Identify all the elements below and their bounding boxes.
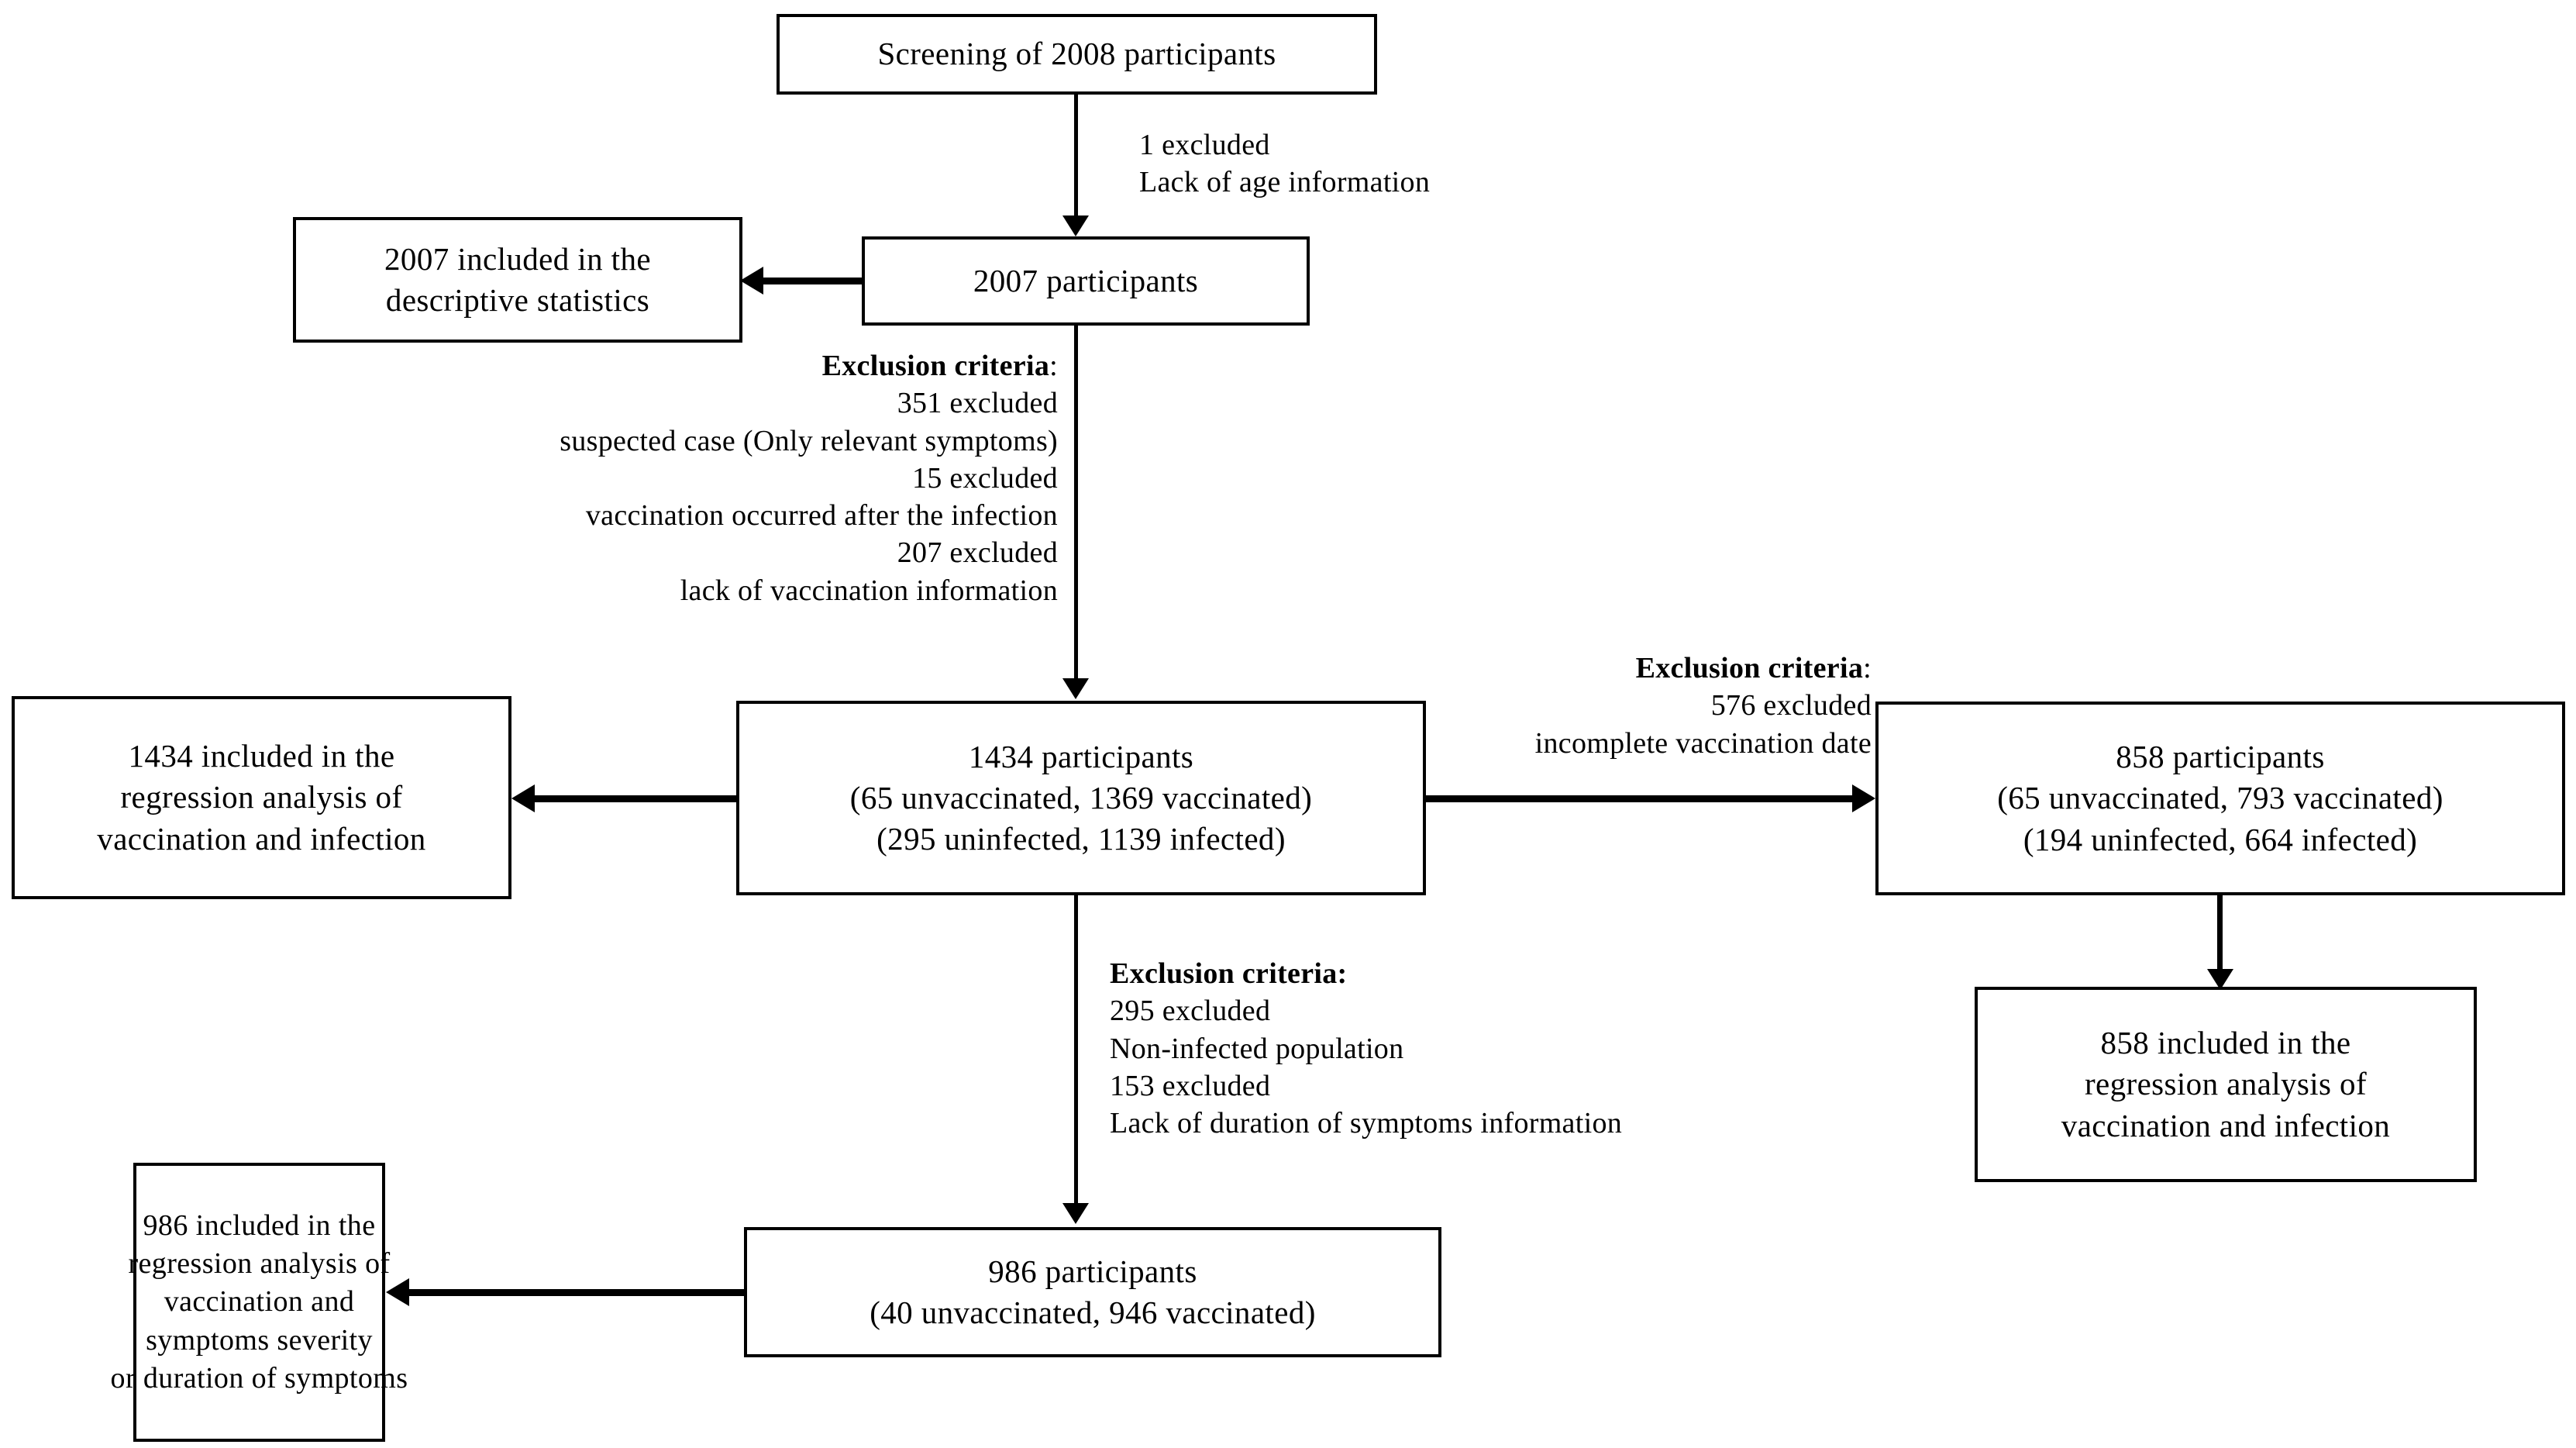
box-participants-986: 986 participants (40 unvaccinated, 946 v…	[744, 1227, 1441, 1357]
box-participants-1434-line-1: 1434 participants	[968, 738, 1194, 774]
box-participants-1434-line-2: (65 unvaccinated, 1369 vaccinated)	[849, 779, 1313, 815]
arrowhead-1434-to-858	[1852, 784, 1875, 812]
note-right-exclusion: Exclusion criteria: 576 excluded incompl…	[1496, 650, 1872, 762]
box-participants-2007: 2007 participants	[862, 236, 1310, 326]
box-regression-1434-line-2: regression analysis of	[120, 779, 403, 815]
box-participants-986-line-2: (40 unvaccinated, 946 vaccinated)	[870, 1295, 1316, 1330]
note-right-exclusion-heading: Exclusion criteria:	[1496, 650, 1872, 687]
connector-screening-to-2007	[1074, 95, 1078, 217]
box-participants-986-line-1: 986 participants	[988, 1253, 1197, 1289]
box-participants-1434: 1434 participants (65 unvaccinated, 1369…	[736, 701, 1426, 895]
note-main-exclusion-line-2: suspected case (Only relevant symptoms)	[560, 424, 1058, 457]
note-bottom-exclusion-line-3: 153 excluded	[1110, 1069, 1271, 1102]
note-bottom-exclusion-line-2: Non-infected population	[1110, 1032, 1404, 1065]
box-participants-858-line-2: (65 unvaccinated, 793 vaccinated)	[1997, 780, 2443, 816]
connector-1434-to-858	[1424, 795, 1854, 802]
box-regression-1434: 1434 included in the regression analysis…	[12, 696, 511, 899]
note-bottom-exclusion: Exclusion criteria: 295 excluded Non-inf…	[1110, 955, 1622, 1142]
note-main-exclusion-heading-suffix: :	[1049, 350, 1058, 382]
box-regression-858-line-3: vaccination and infection	[2061, 1107, 2391, 1143]
box-regression-1434-line-3: vaccination and infection	[97, 820, 426, 857]
note-bottom-exclusion-line-1: 295 excluded	[1110, 995, 1271, 1028]
note-main-exclusion-line-5: 207 excluded	[897, 536, 1058, 570]
box-regression-986-line-2: regression analysis of	[128, 1246, 391, 1280]
box-participants-858-line-1: 858 participants	[2116, 739, 2325, 775]
note-main-exclusion: Exclusion criteria: 351 excluded suspect…	[325, 347, 1058, 609]
note-bottom-exclusion-line-4: Lack of duration of symptoms information	[1110, 1107, 1623, 1139]
arrowhead-2007-to-1434	[1062, 678, 1089, 699]
box-regression-986-line-5: or duration of symptoms	[110, 1362, 408, 1395]
box-participants-858: 858 participants (65 unvaccinated, 793 v…	[1875, 702, 2565, 895]
note-main-exclusion-heading-text: Exclusion criteria	[821, 350, 1050, 382]
box-regression-986-line-3: vaccination and	[164, 1285, 355, 1319]
note-right-exclusion-heading-text: Exclusion criteria	[1635, 652, 1864, 684]
arrowhead-screening-to-2007	[1062, 215, 1089, 236]
connector-858-to-regression	[2217, 895, 2223, 981]
box-participants-1434-line-3: (295 uninfected, 1139 infected)	[876, 821, 1286, 857]
box-regression-986-line-4: symptoms severity	[146, 1323, 373, 1357]
note-age-exclusion-line-1: 1 excluded	[1139, 129, 1270, 161]
box-descriptive-2007-line-1: 2007 included in the	[384, 240, 651, 277]
arrowhead-1434-to-regression	[511, 784, 535, 812]
note-right-exclusion-heading-suffix: :	[1863, 652, 1872, 684]
note-age-exclusion-line-2: Lack of age information	[1139, 166, 1431, 199]
box-regression-858-line-1: 858 included in the	[2100, 1025, 2351, 1061]
arrowhead-986-to-regression	[386, 1278, 409, 1306]
connector-1434-to-986	[1074, 895, 1078, 1205]
box-descriptive-2007: 2007 included in the descriptive statist…	[293, 217, 742, 343]
note-right-exclusion-line-1: 576 excluded	[1710, 689, 1872, 722]
connector-2007-to-1434	[1074, 326, 1078, 680]
box-regression-858-line-2: regression analysis of	[2084, 1066, 2368, 1102]
connector-2007-to-descriptive	[763, 278, 864, 284]
box-regression-1434-line-1: 1434 included in the	[128, 738, 395, 774]
box-regression-986-line-1: 986 included in the	[143, 1208, 376, 1242]
note-bottom-exclusion-heading-text: Exclusion criteria:	[1110, 957, 1348, 990]
note-right-exclusion-line-2: incomplete vaccination date	[1534, 726, 1872, 760]
note-main-exclusion-heading: Exclusion criteria:	[325, 347, 1058, 384]
box-screening: Screening of 2008 participants	[777, 14, 1377, 95]
box-participants-2007-line-1: 2007 participants	[973, 262, 1199, 298]
note-main-exclusion-line-3: 15 excluded	[912, 461, 1058, 495]
connector-1434-to-regression	[535, 795, 738, 802]
arrowhead-2007-to-descriptive	[740, 267, 763, 295]
note-main-exclusion-line-4: vaccination occurred after the infection	[585, 499, 1058, 532]
arrowhead-858-to-regression	[2207, 969, 2233, 990]
connector-986-to-regression	[409, 1289, 746, 1296]
arrowhead-1434-to-986	[1062, 1203, 1089, 1224]
box-regression-858: 858 included in the regression analysis …	[1975, 987, 2477, 1182]
note-main-exclusion-line-6: lack of vaccination information	[680, 574, 1058, 607]
note-age-exclusion: 1 excluded Lack of age information	[1139, 126, 1430, 202]
box-screening-line-1: Screening of 2008 participants	[877, 36, 1276, 72]
note-bottom-exclusion-heading: Exclusion criteria:	[1110, 955, 1622, 992]
box-participants-858-line-3: (194 uninfected, 664 infected)	[2023, 821, 2418, 857]
box-regression-986: 986 included in the regression analysis …	[111, 1163, 408, 1442]
note-main-exclusion-line-1: 351 excluded	[897, 387, 1058, 420]
box-descriptive-2007-line-2: descriptive statistics	[385, 282, 650, 318]
